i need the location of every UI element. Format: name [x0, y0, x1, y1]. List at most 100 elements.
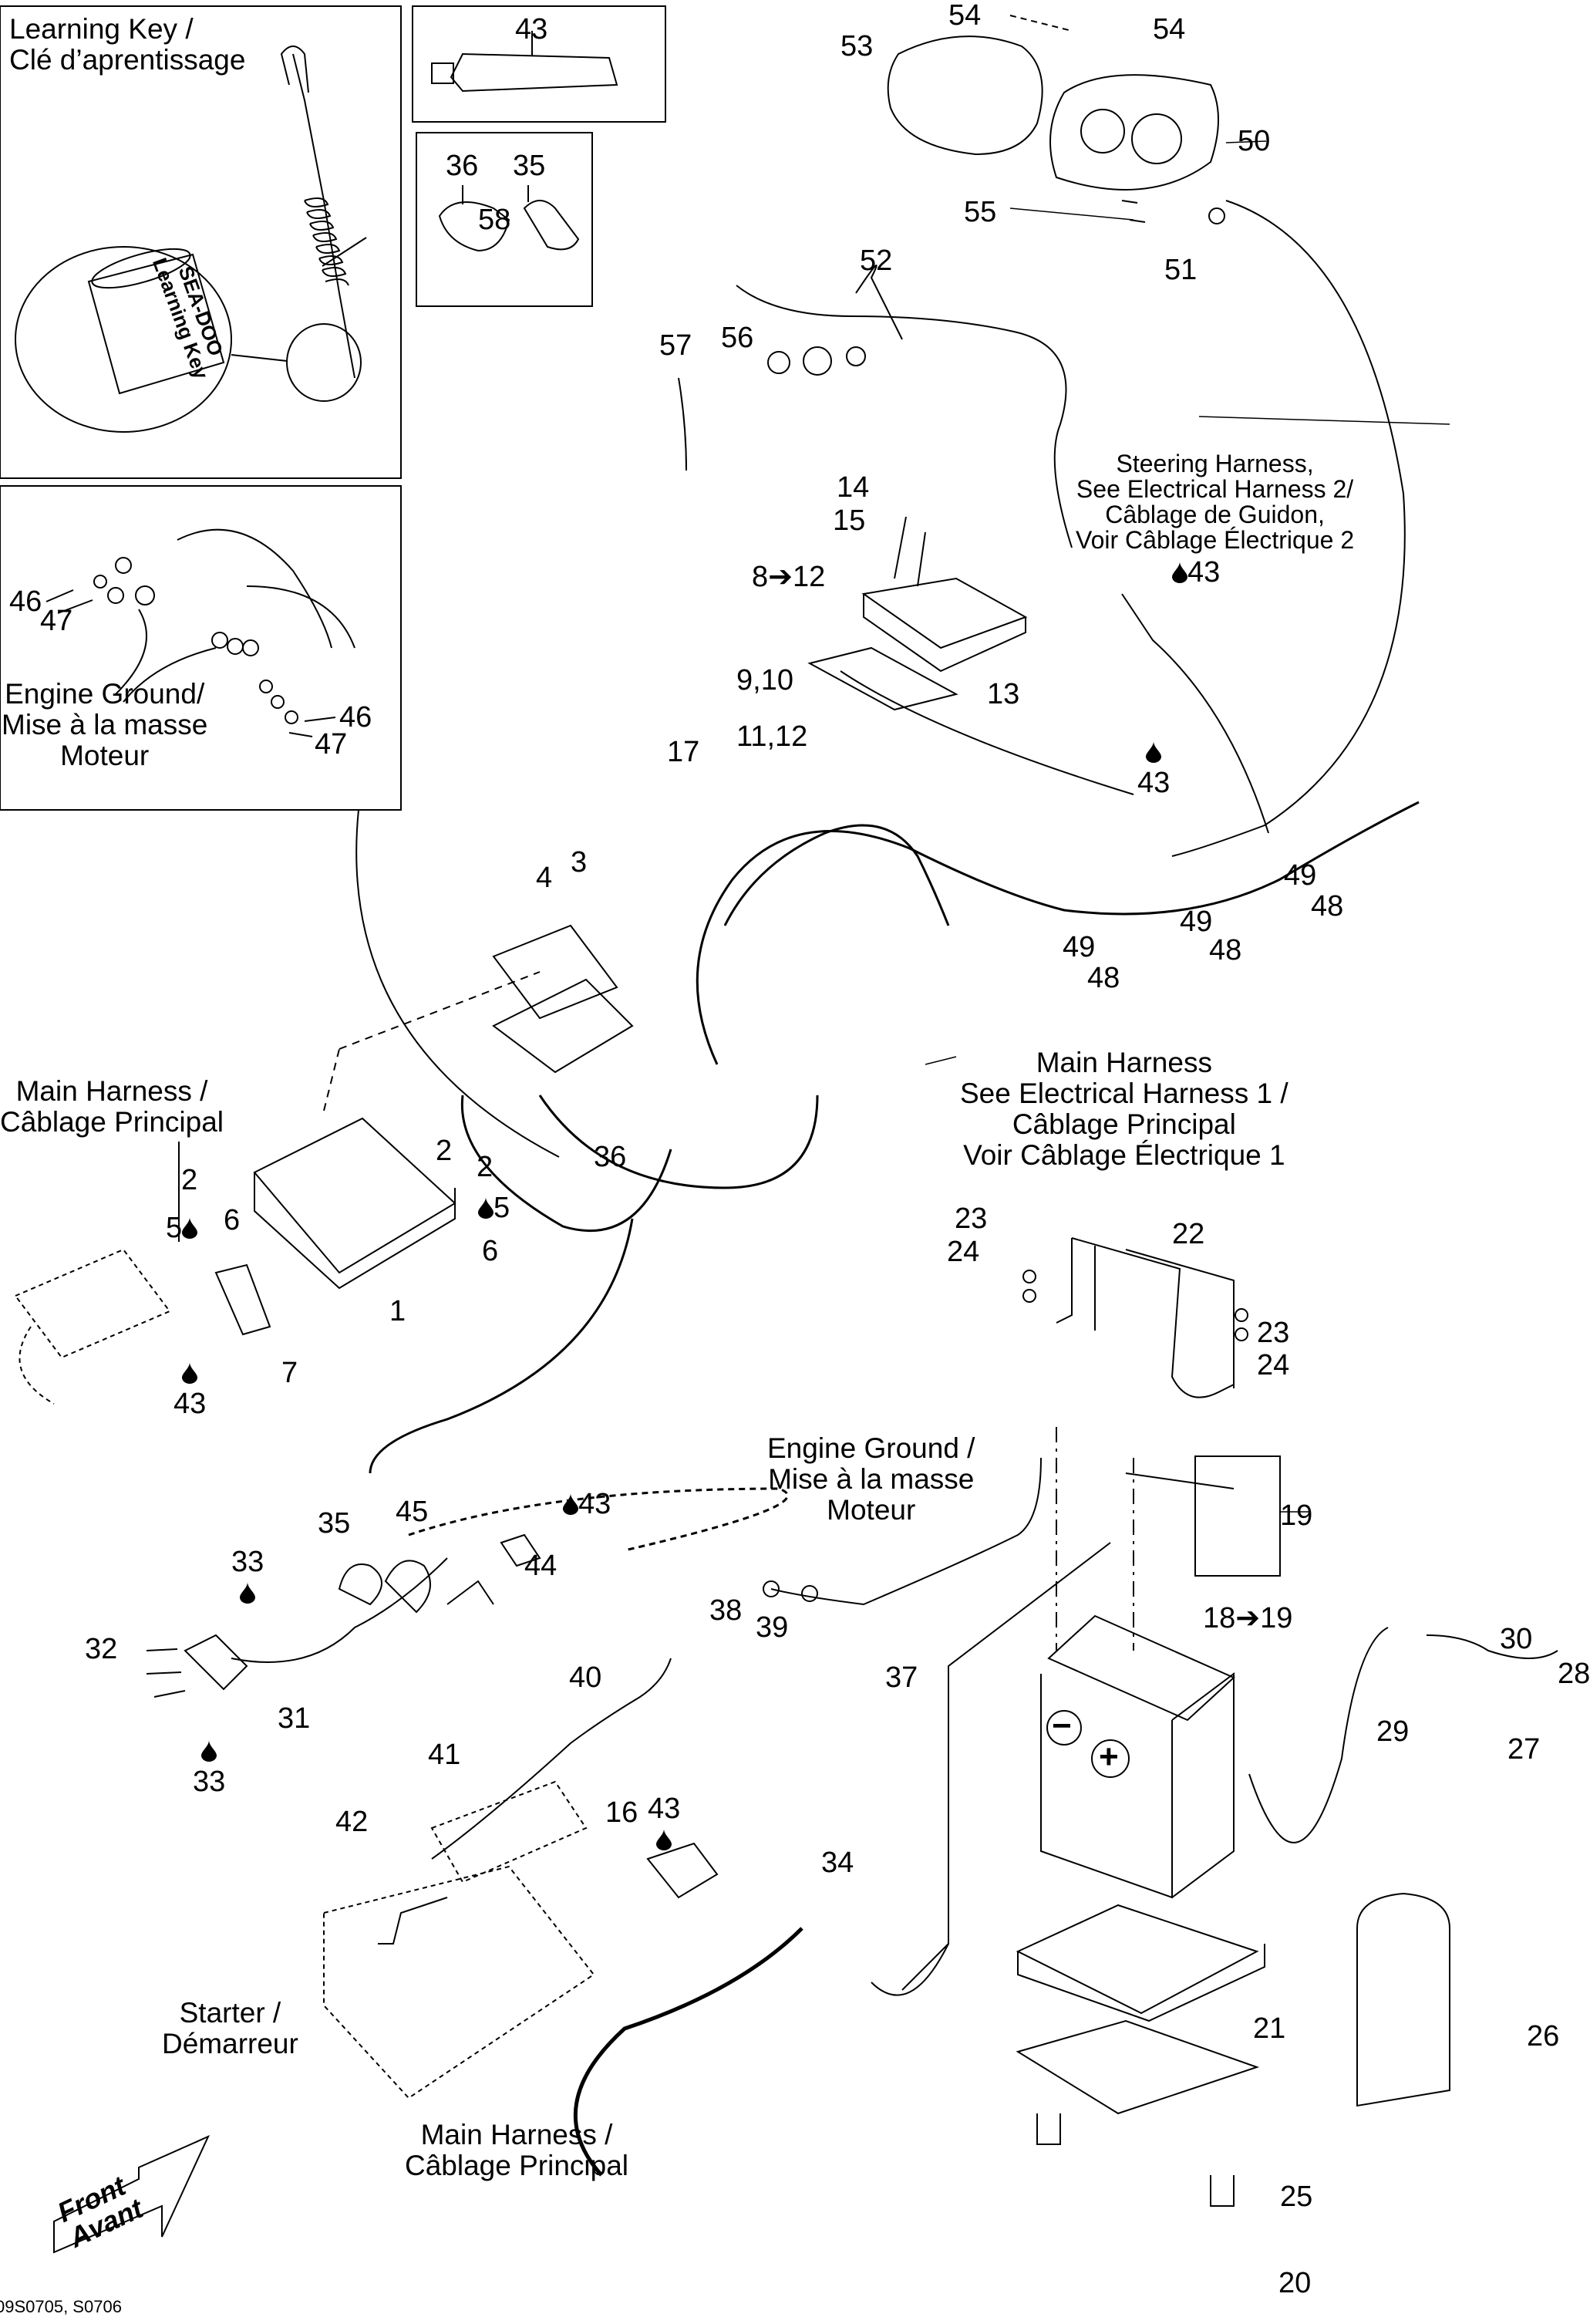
callout-c58: 58 — [478, 204, 510, 235]
callout-c5a: 5 — [166, 1212, 198, 1244]
callout-number: 58 — [478, 204, 511, 236]
callout-c33b: 33 — [193, 1735, 225, 1797]
sealant-drop-icon — [231, 1577, 264, 1608]
callout-number: 18➔19 — [1203, 1602, 1293, 1634]
callout-number: 4 — [536, 862, 553, 894]
callout-c55: 55 — [964, 197, 996, 228]
fuse-bracket-illustration — [214, 924, 634, 1336]
reference-code: 09S0705, S0706 — [0, 2297, 122, 2316]
callout-number: 39 — [756, 1611, 789, 1644]
callout-c33a: 33 — [231, 1547, 264, 1608]
callout-number: 21 — [1253, 2012, 1286, 2045]
battery-tray-illustration — [1016, 1892, 1450, 2207]
callout-number: 2 — [181, 1164, 198, 1196]
callout-c23b: 23 — [1257, 1317, 1289, 1348]
callout-number: 33 — [193, 1766, 226, 1798]
callout-c45: 45 — [396, 1496, 428, 1527]
callout-number: 37 — [885, 1661, 918, 1694]
engine-ground-inset-fr: Mise à la masse — [2, 709, 208, 740]
callout-c48a: 48 — [1311, 891, 1343, 922]
callout-c39: 39 — [756, 1612, 788, 1643]
callout-c16: 16 — [605, 1797, 638, 1828]
callout-number: 19 — [1280, 1499, 1313, 1532]
main-harness-left-line-2: Câblage Principal — [0, 1106, 224, 1138]
callout-c43f: 43 — [648, 1793, 680, 1855]
callout-number: 31 — [278, 1702, 311, 1735]
callout-number: 34 — [821, 1847, 854, 1879]
callout-c25: 25 — [1280, 2181, 1312, 2212]
main-harness-center-line-1: Main Harness — [1036, 1047, 1212, 1078]
callout-c43b: 43 — [1172, 557, 1220, 588]
engine-ground-inset-illustration — [45, 528, 355, 737]
callout-number: 52 — [860, 245, 893, 277]
callout-number: 51 — [1164, 254, 1198, 286]
callout-c22: 22 — [1172, 1219, 1204, 1250]
main-harness-left-ghost — [14, 1142, 180, 1405]
learning-key-title-fr: Clé d’aprentissage — [9, 44, 246, 76]
sealant-drop-icon — [478, 1192, 494, 1224]
main-harness-center-annotation: Main Harness See Electrical Harness 1 / … — [960, 1047, 1289, 1171]
callout-number: 2 — [477, 1151, 494, 1183]
callout-c49b: 49 — [1180, 906, 1212, 937]
learning-key-title: Learning Key / Clé d’aprentissage — [9, 14, 245, 76]
callout-c29: 29 — [1376, 1716, 1409, 1747]
callout-number: 54 — [948, 0, 982, 32]
grease-inset-frame — [412, 5, 666, 123]
callout-c47b: 47 — [315, 729, 347, 760]
clips-illustration — [438, 185, 580, 252]
callout-number: 35 — [318, 1507, 351, 1540]
callout-c21: 21 — [1253, 2013, 1285, 2044]
main-harness-bottom-line-2: Câblage Principal — [405, 2150, 629, 2181]
callout-c42: 42 — [335, 1806, 368, 1837]
ground-cable-illustration — [763, 1457, 1111, 1996]
callout-number: 49 — [1063, 931, 1096, 963]
steering-harness-line-1: Steering Harness, — [1116, 450, 1314, 477]
learning-key-illustration — [15, 46, 367, 433]
callout-c1: 1 — [389, 1296, 406, 1327]
callout-number: 46 — [9, 585, 42, 618]
sealant-drop-icon — [182, 1212, 198, 1244]
engine-ground-center-line-3: Moteur — [827, 1494, 916, 1526]
engine-ground-inset-text: Engine Ground/ Mise à la masse Moteur — [2, 679, 207, 771]
callout-number: 47 — [315, 728, 348, 761]
callout-number: 29 — [1376, 1715, 1410, 1748]
callout-number: 22 — [1172, 1218, 1205, 1250]
callout-number: 41 — [428, 1739, 461, 1771]
callout-number: 45 — [396, 1496, 429, 1528]
callout-number: 48 — [1209, 934, 1242, 966]
callout-number: 43 — [1187, 556, 1221, 589]
voltage-module-illustration — [807, 516, 1134, 795]
callout-c57: 57 — [659, 330, 692, 361]
callout-number: 8➔12 — [752, 561, 826, 593]
callout-c17: 17 — [667, 737, 699, 767]
callout-number: 53 — [840, 30, 874, 62]
callout-number: 47 — [40, 605, 73, 637]
callout-number: 55 — [964, 196, 997, 228]
callout-c37: 37 — [885, 1662, 918, 1693]
sealant-drop-icon — [193, 1735, 225, 1766]
callout-c41: 41 — [428, 1739, 460, 1770]
engine-ground-center-line-1: Engine Ground / — [767, 1432, 975, 1464]
callout-number: 5 — [494, 1192, 510, 1224]
starter-annotation: Starter / Démarreur — [162, 1998, 298, 2059]
callout-c2a: 2 — [181, 1165, 197, 1196]
callout-c40: 40 — [569, 1662, 601, 1693]
callout-c3: 3 — [571, 847, 587, 878]
callout-c23a: 23 — [955, 1203, 987, 1234]
sealant-drop-icon — [563, 1488, 578, 1520]
callout-number: 5 — [166, 1212, 183, 1244]
callout-c9_10: 9,10 — [736, 665, 793, 696]
front-arrow-shape — [53, 2135, 211, 2254]
main-harness-bottom-annotation: Main Harness / Câblage Principal — [405, 2120, 628, 2181]
callout-number: 23 — [955, 1202, 988, 1235]
callout-c46a: 46 — [9, 586, 42, 617]
callout-number: 43 — [648, 1793, 681, 1825]
callout-c6b: 6 — [482, 1236, 498, 1267]
steering-harness-annotation: Steering Harness, See Electrical Harness… — [1076, 451, 1354, 553]
callout-c32: 32 — [85, 1634, 117, 1665]
callout-number: 57 — [659, 329, 692, 362]
callout-number: 7 — [281, 1357, 298, 1389]
callout-c30: 30 — [1500, 1624, 1532, 1654]
callout-c14: 14 — [837, 472, 869, 503]
